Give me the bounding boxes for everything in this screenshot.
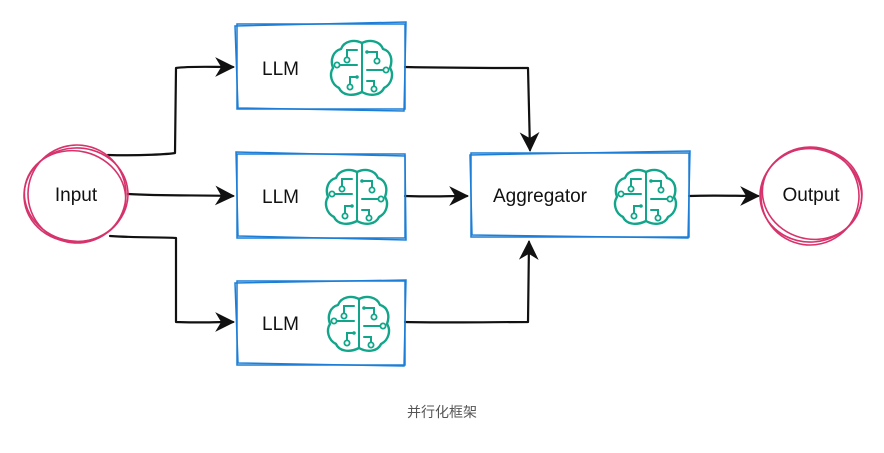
brain-circuit-icon <box>324 168 389 225</box>
llm-1-label: LLM <box>262 59 299 80</box>
aggregator-label: Aggregator <box>493 186 588 207</box>
figure-caption: 并行化框架 <box>407 405 477 421</box>
edge-input-llm-2 <box>126 185 235 206</box>
edge-input-llm-3 <box>108 234 235 332</box>
brain-circuit-icon <box>326 295 391 352</box>
brain-circuit-icon <box>613 168 678 225</box>
edge-llm-3-aggregator <box>403 240 539 324</box>
llm-node-1: LLM <box>234 21 407 112</box>
llm-node-3: LLM <box>234 279 407 367</box>
input-node: Input <box>23 144 129 244</box>
output-node: Output <box>759 146 863 246</box>
brain-circuit-icon <box>329 39 394 96</box>
llm-node-2: LLM <box>235 151 407 241</box>
edges <box>106 57 760 332</box>
output-label: Output <box>782 185 840 206</box>
edge-input-llm-1 <box>106 57 235 157</box>
input-label: Input <box>55 185 98 206</box>
edge-llm-1-aggregator <box>403 65 540 152</box>
llm-2-label: LLM <box>262 187 299 208</box>
llm-3-label: LLM <box>262 314 299 335</box>
aggregator-node: Aggregator <box>469 150 691 239</box>
